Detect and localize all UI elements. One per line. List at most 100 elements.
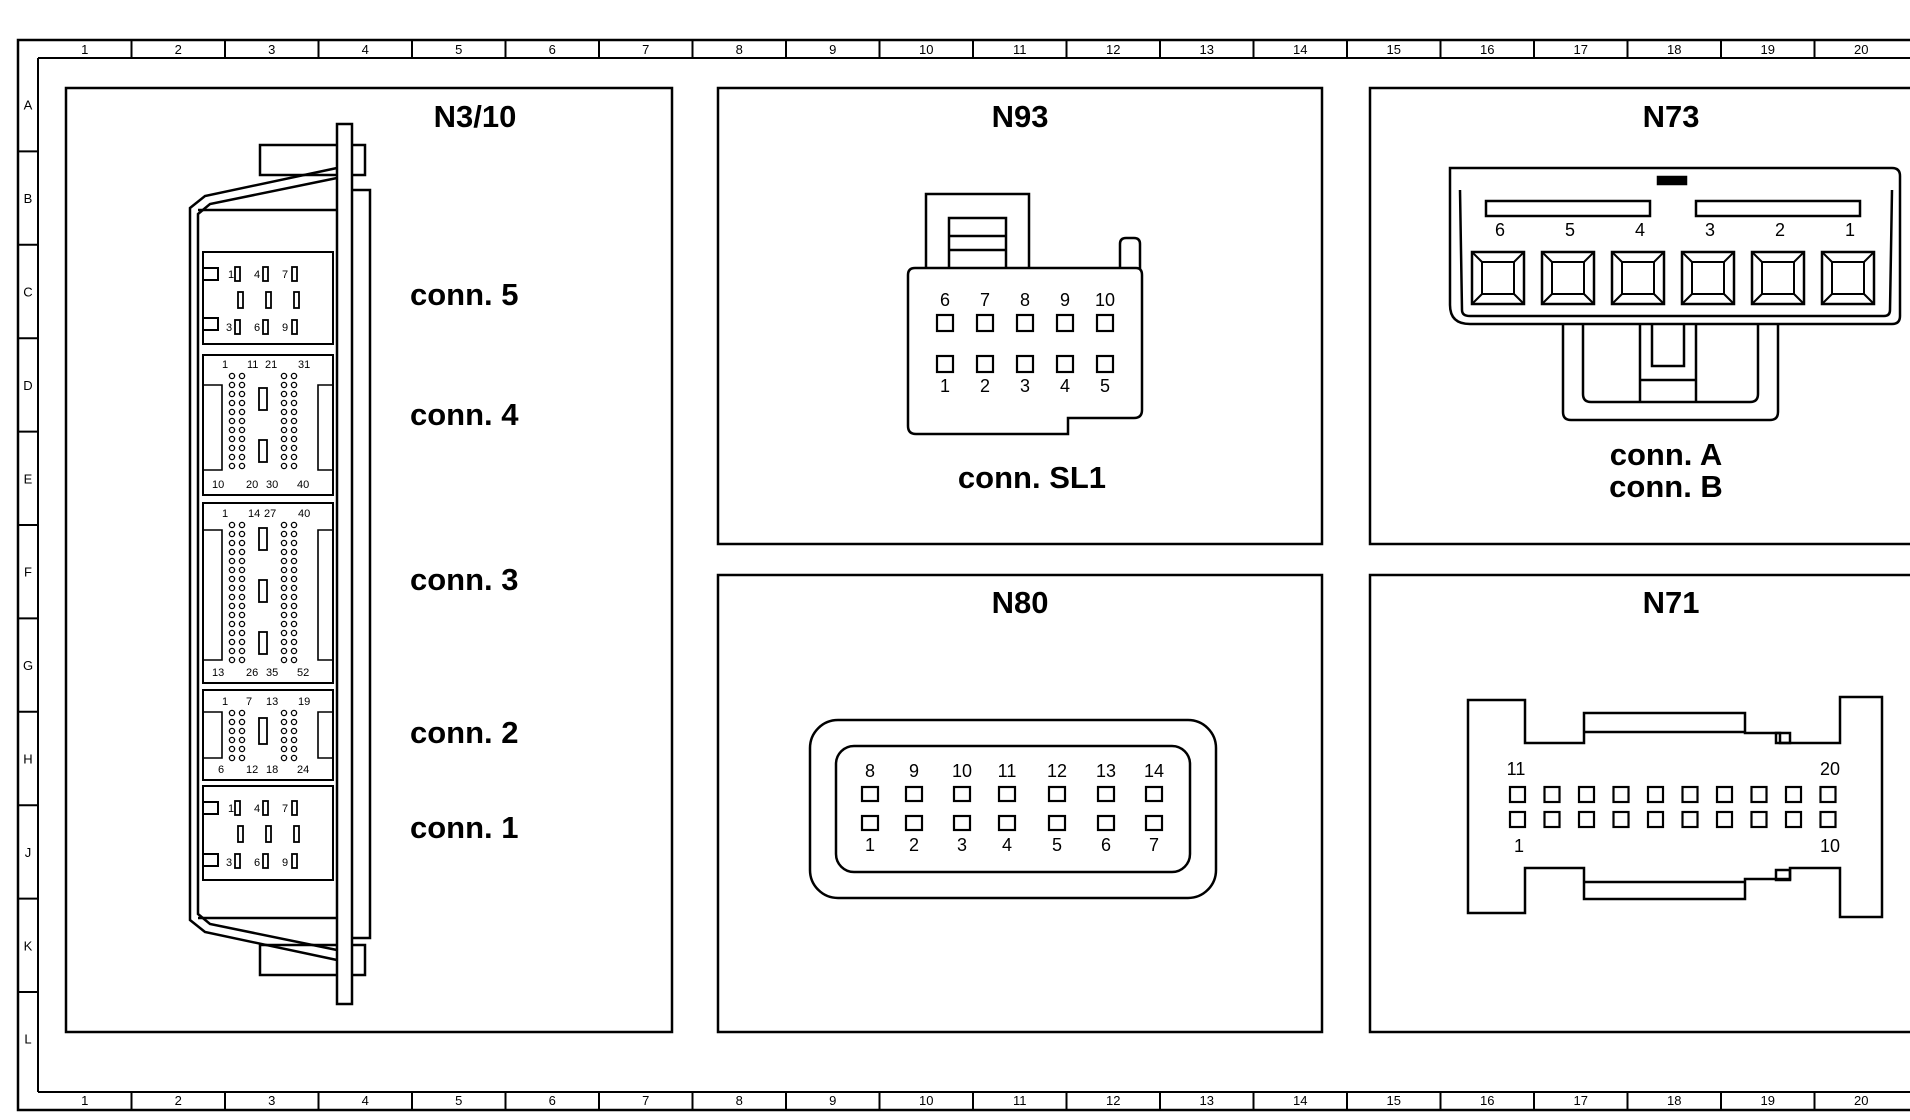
pin-cavity [228,754,236,762]
pin-cavity [1646,810,1665,829]
pin-label: 5 [1565,220,1575,240]
pin-cavity [228,566,236,574]
pin-cavity [1095,313,1115,333]
ruler-column-top: 20 [1854,42,1868,57]
pin-label: 30 [266,479,278,491]
pin-cavity [228,620,236,628]
pin-label: 4 [1002,835,1012,855]
pin-cavity [228,530,236,538]
pin-cavity [238,575,246,583]
panel-n71-frame [1368,573,1910,1034]
pin-cavity [280,557,288,565]
pin-cavity [290,754,298,762]
pin-cavity [228,426,236,434]
pin-cavity [238,399,246,407]
ruler-column-top: 6 [549,42,556,57]
pin-cavity [290,656,298,664]
ruler-row: D [23,378,32,393]
pin-label: 9 [282,857,288,869]
ruler-column-top: 9 [829,42,836,57]
pin-cavity [1508,785,1527,804]
pin-cavity [290,602,298,610]
pin-cavity [228,435,236,443]
pin-cavity [1681,785,1699,804]
terminal-inner [1691,261,1725,295]
pin-cavity [1096,814,1116,832]
pin-label: 10 [1095,290,1115,310]
pin-cavity [238,647,246,655]
pin-cavity [238,539,246,547]
pin-cavity [290,381,298,389]
pin-cavity [228,727,236,735]
pin-label-11: 11 [1507,759,1526,779]
panel-n93-frame [716,86,1324,546]
pin-label: 11 [998,761,1017,781]
ruler-column-bottom: 6 [549,1093,556,1108]
panel-title: N80 [992,585,1049,620]
conn-4-socket: 1 11 21 31 10 20 30 40 [202,354,334,496]
pin-cavity [280,709,288,717]
pin-label: 2 [980,376,990,396]
pin-cavity [228,602,236,610]
pin-label: 3 [226,322,232,334]
pin-label: 1 [228,803,234,815]
ruler-ticks [18,40,1816,1110]
pin-cavity [238,408,246,416]
pin-cavity [290,736,298,744]
pin-cavity [290,530,298,538]
conn-3-label: conn. 3 [410,562,519,597]
pin-label: 31 [298,359,310,371]
pin-label: 5 [1052,835,1062,855]
pin-cavity [997,814,1017,832]
pin-cavity [228,718,236,726]
pin-cavity [1612,810,1630,829]
pin-cavity [1543,810,1561,829]
terminal-cavity [1750,250,1806,306]
pin-cavity [228,372,236,380]
pin-cavity [280,435,288,443]
ruler-row: L [24,1032,31,1047]
pin-cavity [238,584,246,592]
pin-cavity [238,521,246,529]
terminal-bevel [1471,251,1525,305]
conn-1-label: conn. 1 [410,810,519,845]
ecu-flange-lip [352,188,372,940]
pin-label: 13 [212,667,224,679]
pin-label: 9 [1060,290,1070,310]
conn-5-socket: 1 4 7 3 6 9 [202,251,334,345]
pin-cavity [228,444,236,452]
pin-cavity [280,745,288,753]
pin-cavity [228,399,236,407]
pin-cavity [952,785,972,803]
ruler-row: J [25,845,32,860]
ruler-column-bottom: 10 [919,1093,933,1108]
terminal-bevel [1611,251,1665,305]
pin-cavity [238,736,246,744]
ruler-column-top: 17 [1574,42,1588,57]
pin-cavity [238,462,246,470]
pin-label: 6 [254,857,260,869]
pin-label: 13 [1096,761,1116,781]
pin-label: 10 [212,479,224,491]
panel-n3-10-frame [64,86,674,1034]
pin-label: 12 [246,764,258,776]
terminal-cavity [1540,250,1596,306]
ruler-row: H [23,752,32,767]
ecu-flange [335,122,354,1006]
pin-label: 4 [1060,376,1070,396]
ruler-column-bottom: 8 [736,1093,743,1108]
ruler-column-bottom: 20 [1854,1093,1868,1108]
pin-cavity [228,736,236,744]
pin-label: 3 [1705,220,1715,240]
pin-cavity [290,718,298,726]
pin-cavity [228,381,236,389]
ruler-column-bottom: 5 [455,1093,462,1108]
pin-cavity [1646,785,1665,804]
pin-label: 40 [297,479,309,491]
pin-cavity [228,638,236,646]
pin-cavity [228,408,236,416]
